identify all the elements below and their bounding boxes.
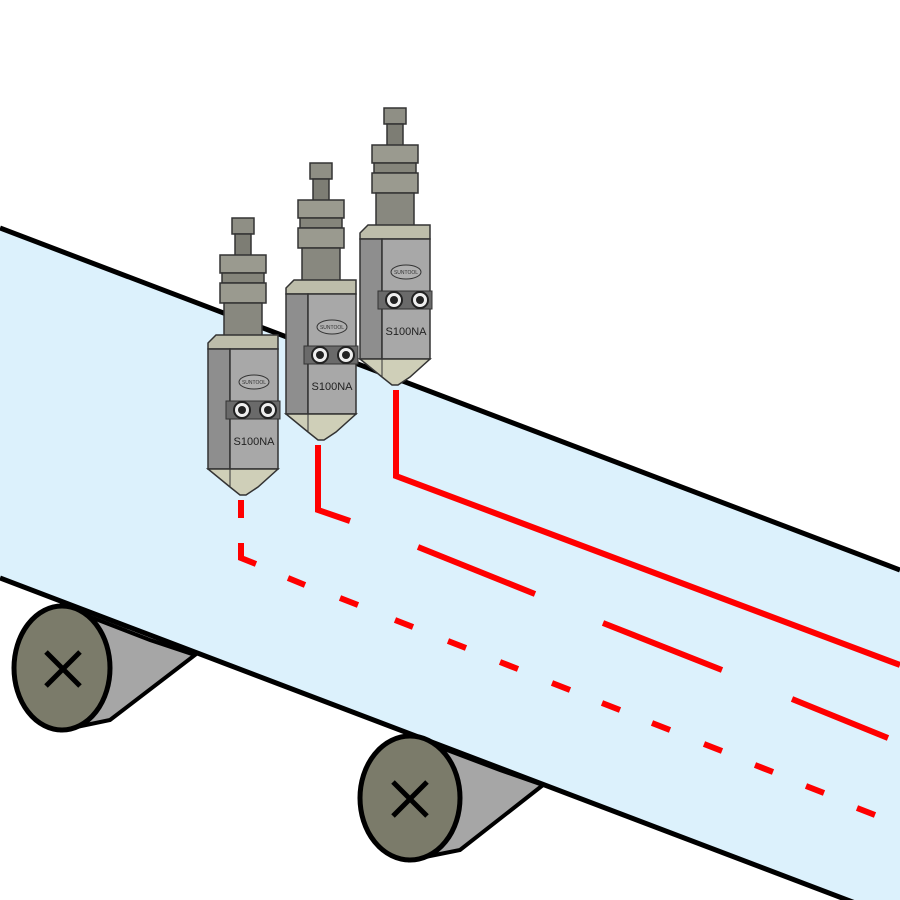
solid-bead-line	[393, 390, 900, 668]
nozzle-2: SUNTOOL S100NA	[285, 162, 359, 441]
roller-1	[11, 603, 200, 733]
belt-top-edge	[0, 225, 900, 573]
roller-2	[357, 733, 548, 863]
dotted-bead-line	[238, 500, 877, 818]
model-label: S100NA	[312, 381, 354, 393]
dashed-bead-line	[315, 445, 890, 741]
brand-logo: SUNTOOL	[242, 380, 266, 386]
nozzle-1: SUNTOOL S100NA	[207, 217, 281, 496]
model-label: S100NA	[386, 326, 428, 338]
x-mark-icon	[44, 650, 82, 688]
brand-logo: SUNTOOL	[394, 270, 418, 276]
model-label: S100NA	[234, 436, 276, 448]
nozzle-3: SUNTOOL S100NA	[359, 107, 433, 386]
x-mark-icon	[391, 780, 429, 818]
brand-logo: SUNTOOL	[320, 325, 344, 331]
